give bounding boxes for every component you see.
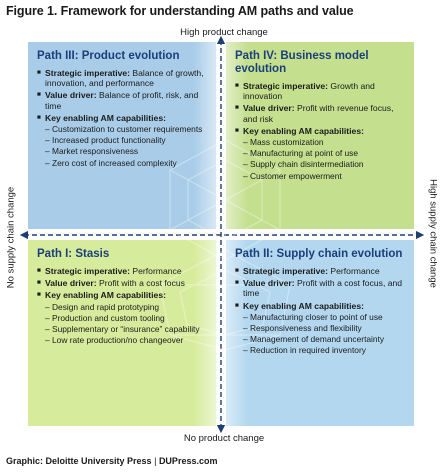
capability-item: Mass customization: [243, 137, 406, 147]
value-text: Profit with a cost focus, and time: [243, 278, 403, 299]
footer-credit: Graphic: Deloitte University Press | DUP…: [6, 456, 217, 466]
capability-item: Production and custom tooling: [45, 313, 208, 323]
capability-item: Supplementary or “insurance” capability: [45, 324, 208, 334]
quadrant-path-3: Path III: Product evolution Strategic im…: [28, 42, 216, 229]
quadrant-title: Path IV: Business model evolution: [235, 50, 369, 75]
capability-item: Manufacturing closer to point of use: [243, 312, 406, 322]
strategic-imperative: Strategic imperative: Balance of growth,…: [37, 68, 208, 88]
capability-item: Management of demand uncertainty: [243, 334, 406, 344]
value-driver: Value driver: Profit with a cost focus: [37, 278, 208, 288]
strategic-label: Strategic imperative:: [45, 266, 131, 276]
capability-item: Customer empowerment: [243, 171, 406, 181]
capability-item: Low rate production/no changeover: [45, 335, 208, 345]
quadrant-title: Path I: Stasis: [37, 248, 110, 260]
value-driver: Value driver: Profit with revenue focus,…: [235, 103, 406, 123]
capability-item: Zero cost of increased complexity: [45, 158, 208, 168]
value-label: Value driver:: [45, 278, 97, 289]
capabilities-label: Key enabling AM capabilities:: [243, 125, 364, 136]
strategic-text: Balance of growth, innovation, and perfo…: [45, 68, 204, 89]
value-label: Value driver:: [243, 278, 295, 289]
capabilities: Key enabling AM capabilities: Customizat…: [37, 113, 208, 168]
strategic-text: Growth and innovation: [243, 81, 375, 102]
value-text: Profit with a cost focus: [96, 278, 185, 289]
quadrant-title: Path II: Supply chain evolution: [235, 248, 403, 260]
strategic-imperative: Strategic imperative: Growth and innovat…: [235, 81, 406, 101]
strategic-label: Strategic imperative:: [45, 68, 131, 78]
value-label: Value driver:: [45, 90, 97, 101]
capabilities: Key enabling AM capabilities: Mass custo…: [235, 126, 406, 181]
quadrant-items: Strategic imperative: Performance Value …: [37, 266, 208, 345]
capability-item: Reduction in required inventory: [243, 345, 406, 355]
capability-item: Increased product functionality: [45, 135, 208, 145]
strategic-text: Performance: [130, 266, 182, 276]
capability-item: Design and rapid prototyping: [45, 302, 208, 312]
capability-item: Responsiveness and flexibility: [243, 323, 406, 333]
value-text: Profit with revenue focus, and risk: [243, 103, 394, 124]
capabilities: Key enabling AM capabilities: Manufactur…: [235, 301, 406, 356]
footer-graphic-label: Graphic: Deloitte University Press: [6, 456, 152, 466]
footer-separator: |: [154, 456, 157, 466]
value-driver: Value driver: Balance of profit, risk, a…: [37, 90, 208, 110]
value-label: Value driver:: [243, 103, 295, 114]
capabilities-label: Key enabling AM capabilities:: [45, 112, 166, 123]
capabilities: Key enabling AM capabilities: Design and…: [37, 290, 208, 345]
footer-site: DUPress.com: [158, 456, 218, 466]
strategic-label: Strategic imperative:: [243, 81, 329, 91]
strategic-text: Performance: [328, 266, 380, 276]
capabilities-label: Key enabling AM capabilities:: [243, 300, 364, 311]
capability-item: Market responsiveness: [45, 146, 208, 156]
capability-item: Supply chain disintermediation: [243, 159, 406, 169]
strategic-label: Strategic imperative:: [243, 266, 329, 276]
quadrant-path-2: Path II: Supply chain evolution Strategi…: [226, 240, 414, 426]
capability-item: Customization to customer requirements: [45, 124, 208, 134]
capabilities-list: Design and rapid prototyping Production …: [45, 302, 208, 346]
strategic-imperative: Strategic imperative: Performance: [235, 266, 406, 276]
capability-item: Manufacturing at point of use: [243, 148, 406, 158]
quadrant-path-4: Path IV: Business model evolution Strate…: [226, 42, 414, 229]
quadrant-path-1: Path I: Stasis Strategic imperative: Per…: [28, 240, 216, 426]
strategic-imperative: Strategic imperative: Performance: [37, 266, 208, 276]
quadrant-items: Strategic imperative: Balance of growth,…: [37, 68, 208, 168]
capabilities-list: Customization to customer requirements I…: [45, 124, 208, 168]
axis-label-bottom: No product change: [183, 433, 265, 444]
capabilities-list: Mass customization Manufacturing at poin…: [243, 137, 406, 181]
capabilities-label: Key enabling AM capabilities:: [45, 290, 166, 301]
value-driver: Value driver: Profit with a cost focus, …: [235, 278, 406, 298]
figure-title: Figure 1. Framework for understanding AM…: [6, 4, 354, 18]
value-text: Balance of profit, risk, and time: [45, 90, 199, 111]
capabilities-list: Manufacturing closer to point of use Res…: [243, 312, 406, 356]
axis-label-top: High product change: [180, 27, 268, 38]
quadrant-items: Strategic imperative: Performance Value …: [235, 266, 406, 355]
quadrant-items: Strategic imperative: Growth and innovat…: [235, 81, 406, 181]
quadrant-title: Path III: Product evolution: [37, 50, 180, 62]
